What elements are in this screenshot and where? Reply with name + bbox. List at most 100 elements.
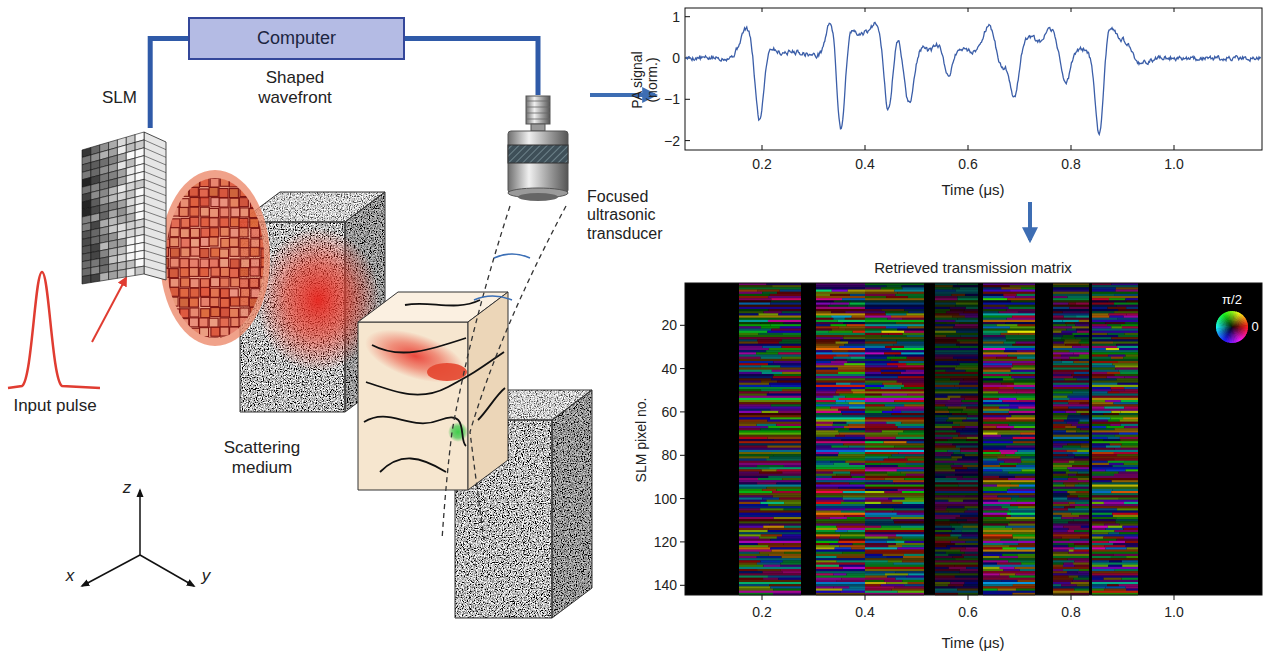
matrix-cell [983,378,1003,380]
matrix-cell [1092,365,1115,367]
matrix-cell [1021,459,1035,461]
wavefront-pixel [170,169,179,178]
wavefront-pixel [220,349,229,358]
matrix-cell [1092,528,1106,530]
matrix-cell [1053,491,1067,493]
matrix-cell [935,361,978,363]
matrix-cell [782,346,801,348]
matrix-cell [771,452,801,454]
matrix-cell [1081,526,1089,528]
matrix-cell [1092,498,1119,500]
matrix-cell [1053,511,1089,513]
matrix-cell [739,413,801,415]
matrix-cell [950,519,967,521]
matrix-cell [836,474,850,476]
matrix-cell [894,508,924,510]
matrix-cell [782,534,801,536]
matrix-cell [1108,300,1127,302]
matrix-cell [1092,407,1104,409]
matrix-cell [739,398,801,400]
matrix-cell [906,370,924,372]
wavefront-pixel [251,259,260,268]
matrix-cell [839,346,865,348]
matrix-cell [1066,430,1076,432]
matrix-cell [983,361,1035,363]
matrix-cell [935,370,946,372]
matrix-cell [839,430,865,432]
wavefront-pixel [170,258,179,267]
matrix-cell [847,517,865,519]
matrix-cell [983,424,1009,426]
matrix-cell [739,329,771,331]
matrix-cell [898,465,924,467]
matrix-cell [1053,355,1061,357]
matrix-cell [1092,320,1138,322]
matrix-cell [865,454,892,456]
matrix-cell [816,407,831,409]
matrix-cell [999,463,1017,465]
matrix-cell [884,459,908,461]
matrix-cell [816,355,836,357]
matrix-cell [839,433,865,435]
matrix-cell [1003,378,1014,380]
matrix-cell [1053,285,1089,287]
matrix-cell [1022,469,1035,471]
wavefront-pixel [209,338,218,347]
matrix-cell [1053,541,1089,543]
matrix-cell [1005,322,1035,324]
matrix-cell [739,409,770,411]
matrix-cell [767,394,801,396]
wavefront-pixel [271,278,280,287]
matrix-cell [935,333,978,335]
matrix-cell [1109,463,1124,465]
matrix-cell [1003,543,1019,545]
matrix-cell [816,387,865,389]
tick-mark [865,8,866,12]
matrix-cell [739,320,768,322]
matrix-cell [816,378,865,380]
matrix-cell [761,389,782,391]
matrix-cell [964,311,978,313]
wavefront-pixel [260,217,269,226]
matrix-cell [955,528,978,530]
matrix-cell [831,361,848,363]
matrix-cell [1019,485,1035,487]
matrix-cell [739,309,769,311]
matrix-cell [865,305,924,307]
matrix-cell [907,459,924,461]
matrix-cell [853,543,865,545]
wavefront-pixel [180,168,189,177]
matrix-cell [865,398,924,400]
matrix-cell [946,420,962,422]
axes-triad [82,490,194,586]
matrix-cell [1092,350,1138,352]
wavefront-pixel [270,317,279,326]
matrix-cell [906,363,924,365]
matrix-cell [865,292,898,294]
matrix-cell [948,500,963,502]
matrix-cell [935,534,950,536]
matrix-cell [935,519,950,521]
matrix-cell [1092,290,1115,292]
matrix-cell [882,383,902,385]
matrix-cell [816,426,844,428]
matrix-cell [935,346,960,348]
matrix-cell [739,337,801,339]
matrix-cell [1092,459,1114,461]
matrix-cell [983,296,1004,298]
matrix-cell [848,290,865,292]
tick-mark [968,145,969,150]
matrix-cell [1053,374,1071,376]
matrix-cell [958,435,978,437]
matrix-cell [896,534,924,536]
matrix-cell [935,474,955,476]
matrix-cell [739,298,771,300]
matrix-cell [1017,294,1035,296]
matrix-cell [739,385,771,387]
matrix-cell [1072,424,1089,426]
matrix-cell [845,435,865,437]
matrix-cell [935,513,978,515]
matrix-cell [865,376,898,378]
matrix-cell [739,361,773,363]
matrix-cell [739,287,801,289]
